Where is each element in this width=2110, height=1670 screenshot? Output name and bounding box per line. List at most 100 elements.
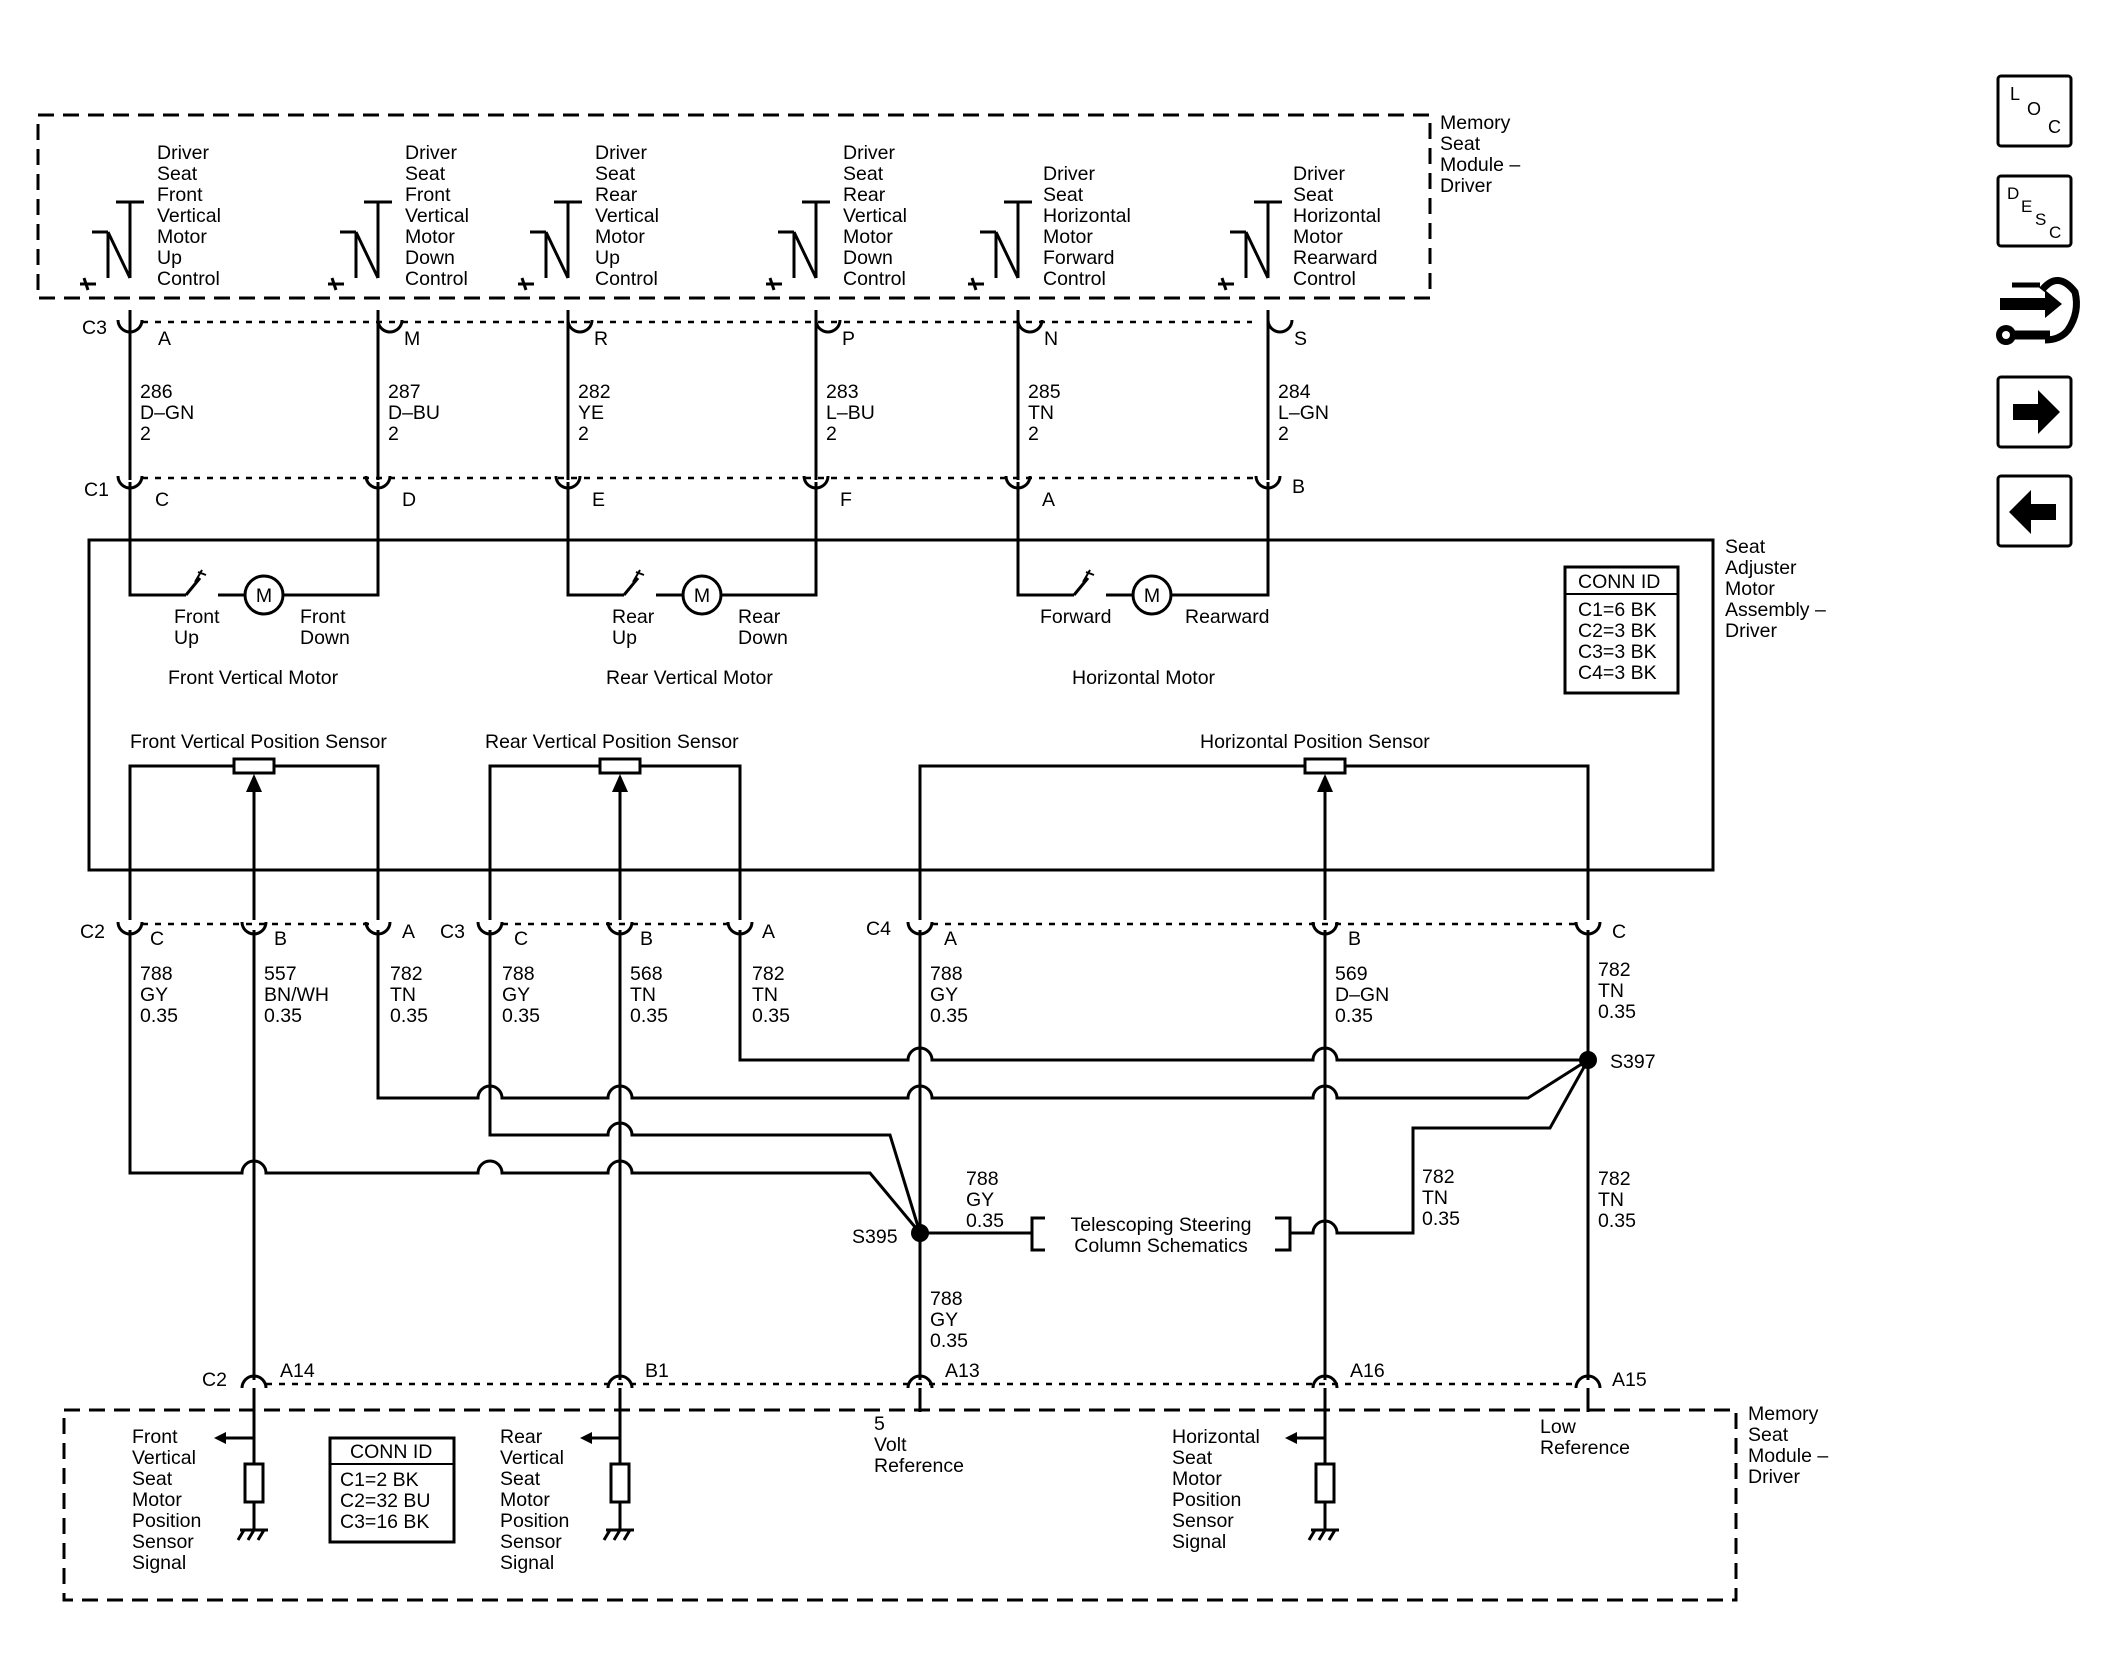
conn-id-bottom-row-0: C1=2 BK xyxy=(340,1469,419,1491)
conn-id-bottom-row-2: C3=16 BK xyxy=(340,1511,429,1533)
switch-2-line-6: Control xyxy=(595,268,658,290)
top-connector-name: C3 xyxy=(82,317,107,339)
desc-button[interactable]: D E S C xyxy=(1996,174,2073,248)
top-pin-0: A xyxy=(158,328,171,350)
switch-0-line-0: Driver xyxy=(157,142,210,164)
switch-4-line-4: Forward xyxy=(1043,247,1115,269)
lw-7-gauge: 0.35 xyxy=(1335,1005,1373,1027)
lw-0-gauge: 0.35 xyxy=(140,1005,178,1027)
c1-pin-4: A xyxy=(1042,489,1055,511)
switch-rear-vertical-up xyxy=(518,200,582,291)
previous-button[interactable] xyxy=(1996,474,2073,548)
switch-0-line-3: Vertical xyxy=(157,205,221,227)
lw-6-circuit: 788 xyxy=(930,963,963,985)
horizontal-motor-left-1: Forward xyxy=(1040,606,1112,628)
splice-s397-dot xyxy=(1579,1051,1597,1069)
desc-icon-c: C xyxy=(2049,223,2061,242)
c1-connector: C1 C D E F A B xyxy=(84,475,1305,511)
sensor-conn-2-pin-1: B xyxy=(1348,928,1361,950)
front-motor-symbol: M xyxy=(256,585,272,607)
c1-pin-0: C xyxy=(155,489,169,511)
switch-5-line-3: Motor xyxy=(1293,226,1343,248)
c1-pin-5: B xyxy=(1292,476,1305,498)
bottom-module-label-1: Memory xyxy=(1748,1403,1819,1425)
lw-3-gauge: 0.35 xyxy=(502,1005,540,1027)
uw-1-gauge: 2 xyxy=(388,423,399,445)
switch-rear-vertical-down xyxy=(766,200,830,291)
signal-3-line-3: Position xyxy=(1172,1489,1241,1511)
switch-3-line-3: Vertical xyxy=(843,205,907,227)
front-motor-left-2: Up xyxy=(174,627,199,649)
signal-1-line-3: Motor xyxy=(500,1489,550,1511)
module-input-rear xyxy=(580,1416,634,1541)
top-module-label: Memory Seat Module – Driver xyxy=(1440,112,1520,197)
adjuster-label: Seat Adjuster Motor Assembly – Driver xyxy=(1725,536,1826,642)
top-module-label-4: Driver xyxy=(1440,175,1493,197)
lw-1-gauge: 0.35 xyxy=(264,1005,302,1027)
switch-1-line-6: Control xyxy=(405,268,468,290)
splice-s395-label: S395 xyxy=(852,1226,898,1248)
s395-down-gauge: 0.35 xyxy=(930,1330,968,1352)
signal-0-line-4: Position xyxy=(132,1510,201,1532)
switch-2-line-4: Motor xyxy=(595,226,645,248)
loc-button[interactable]: L O C xyxy=(1996,74,2073,148)
horizontal-sensor-title: Horizontal Position Sensor xyxy=(1200,731,1430,753)
splice-s395-dot xyxy=(911,1224,929,1242)
rear-vertical-motor: M Rear Up Rear Down Rear Vertical Motor xyxy=(566,482,818,689)
lw-5-color: TN xyxy=(752,984,778,1006)
switch-0-line-1: Seat xyxy=(157,163,198,185)
lw-0-circuit: 788 xyxy=(140,963,173,985)
rear-motor-left-2: Up xyxy=(612,627,637,649)
uw-2-color: YE xyxy=(578,402,604,424)
switch-5-line-4: Rearward xyxy=(1293,247,1378,269)
sensor-conn-0-pin-2: A xyxy=(402,921,415,943)
front-motor-left-1: Front xyxy=(174,606,220,628)
uw-1-circuit: 287 xyxy=(388,381,421,403)
module-input-front xyxy=(214,1416,268,1541)
sensor-conn-1-name: C3 xyxy=(440,921,465,943)
signal-0-line-5: Sensor xyxy=(132,1531,194,1553)
switch-horizontal-rearward xyxy=(1218,200,1282,291)
connector-wrench-icon xyxy=(1996,277,2080,345)
signal-3-line-2: Motor xyxy=(1172,1468,1222,1490)
front-motor-right-1: Front xyxy=(300,606,346,628)
sensor-conn-2-name: C4 xyxy=(866,918,891,940)
uw-3-gauge: 2 xyxy=(826,423,837,445)
signal-1-line-5: Sensor xyxy=(500,1531,562,1553)
conn-id-bottom-row-1: C2=32 BU xyxy=(340,1490,431,1512)
arrow-left-icon xyxy=(2009,490,2056,534)
connector-view-button[interactable] xyxy=(1996,277,2080,345)
lw-1-circuit: 557 xyxy=(264,963,297,985)
switch-3-line-4: Motor xyxy=(843,226,893,248)
signal-4-line-0: Low xyxy=(1540,1416,1577,1438)
lower-wiring xyxy=(128,930,1597,1380)
sensor-conn-1-pin-1: B xyxy=(640,928,653,950)
switch-1-line-2: Front xyxy=(405,184,451,206)
switch-horizontal-forward xyxy=(968,200,1032,291)
switch-label-5: Driver Seat Horizontal Motor Rearward Co… xyxy=(1293,163,1381,290)
lw-8-gauge: 0.35 xyxy=(1598,1001,1636,1023)
signal-3-line-4: Sensor xyxy=(1172,1510,1234,1532)
switch-label-2: Driver Seat Rear Vertical Motor Up Contr… xyxy=(595,142,659,290)
sensor-conn-2-pin-2: C xyxy=(1612,921,1626,943)
upper-wire-labels: 286 D–GN 2 287 D–BU 2 282 YE 2 283 L–BU … xyxy=(140,381,1329,445)
uw-0-gauge: 2 xyxy=(140,423,151,445)
switch-2-line-3: Vertical xyxy=(595,205,659,227)
front-vertical-position-sensor: Front Vertical Position Sensor xyxy=(128,731,387,920)
signal-3-line-0: Horizontal xyxy=(1172,1426,1260,1448)
uw-5-circuit: 284 xyxy=(1278,381,1311,403)
rear-sensor-title: Rear Vertical Position Sensor xyxy=(485,731,739,753)
telescoping-steering-reference[interactable]: Telescoping Steering Column Schematics xyxy=(1030,1214,1292,1257)
c1-pin-3: F xyxy=(840,489,852,511)
next-button[interactable] xyxy=(1996,375,2073,449)
lw-4-color: TN xyxy=(630,984,656,1006)
desc-icon-e: E xyxy=(2021,197,2032,216)
lw-7-circuit: 569 xyxy=(1335,963,1368,985)
front-motor-right-2: Down xyxy=(300,627,350,649)
sensor-conn-0-pin-0: C xyxy=(150,928,164,950)
sensor-conn-2-pin-0: A xyxy=(944,928,957,950)
s397-tele-circuit: 782 xyxy=(1422,1166,1455,1188)
adjuster-label-5: Driver xyxy=(1725,620,1778,642)
signal-3-line-1: Seat xyxy=(1172,1447,1213,1469)
switch-2-line-0: Driver xyxy=(595,142,648,164)
